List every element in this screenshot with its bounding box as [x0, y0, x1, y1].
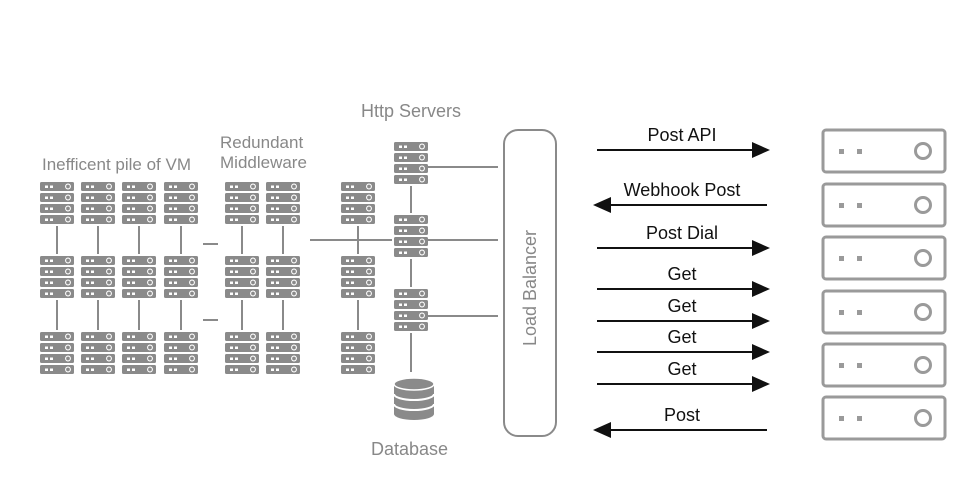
- vm-server-stack: [122, 256, 156, 298]
- external-server-box: [821, 395, 947, 441]
- request-arrow: Webhook Post: [593, 180, 767, 213]
- middleware-label-line2: Middleware: [220, 153, 307, 172]
- middleware-server-stack: [225, 256, 259, 298]
- external-server-box: [821, 289, 947, 335]
- request-arrow: Get: [597, 264, 770, 297]
- http-servers: [394, 142, 428, 331]
- vm-server-stack: [81, 332, 115, 374]
- vm-server-stack: [40, 332, 74, 374]
- request-arrow: Get: [597, 327, 770, 360]
- vm-server-stack: [164, 332, 198, 374]
- request-arrow: Get: [597, 359, 770, 392]
- http-servers-label: Http Servers: [361, 101, 461, 121]
- vm-server-stack: [341, 182, 375, 224]
- external-server-box: [821, 235, 947, 281]
- request-arrow: Get: [597, 296, 770, 329]
- arrow-label: Get: [667, 296, 696, 316]
- database-label: Database: [371, 439, 448, 459]
- middleware-server-stack: [225, 182, 259, 224]
- connector-lines: [56, 166, 498, 372]
- load-balancer: Load Balancer: [503, 129, 557, 437]
- load-balancer-label: Load Balancer: [520, 230, 540, 346]
- middleware-server-stack: [225, 332, 259, 374]
- external-server-box: [821, 182, 947, 228]
- vm-server-stack: [164, 256, 198, 298]
- vm-pile-label: Inefficent pile of VM: [42, 155, 191, 174]
- http-server-stack: [394, 289, 428, 331]
- arrow-label: Post API: [647, 125, 716, 145]
- database-icon: [393, 377, 435, 420]
- arrow-label: Get: [667, 264, 696, 284]
- vm-server-stack: [164, 182, 198, 224]
- redundant-middleware: [225, 182, 300, 374]
- middleware-server-stack: [266, 182, 300, 224]
- extra-vm-column: [341, 182, 375, 374]
- middleware-server-stack: [266, 332, 300, 374]
- vm-pile: [40, 182, 198, 374]
- middleware-server-stack: [266, 256, 300, 298]
- middleware-label-line1: Redundant: [220, 133, 303, 152]
- vm-server-stack: [40, 256, 74, 298]
- request-arrow: Post API: [597, 125, 770, 158]
- request-arrow: Post Dial: [597, 223, 770, 256]
- external-server-box: [821, 342, 947, 388]
- arrow-label: Webhook Post: [624, 180, 741, 200]
- arrow-label: Post: [664, 405, 700, 425]
- vm-server-stack: [81, 256, 115, 298]
- http-server-stack: [394, 142, 428, 184]
- vm-server-stack: [81, 182, 115, 224]
- vm-server-stack: [341, 332, 375, 374]
- http-server-stack: [394, 215, 428, 257]
- arrow-label: Get: [667, 359, 696, 379]
- vm-server-stack: [122, 182, 156, 224]
- arrow-label: Post Dial: [646, 223, 718, 243]
- vm-server-stack: [341, 256, 375, 298]
- request-arrow: Post: [593, 405, 767, 438]
- external-servers: [821, 128, 947, 441]
- arrow-label: Get: [667, 327, 696, 347]
- external-server-box: [821, 128, 947, 174]
- vm-server-stack: [40, 182, 74, 224]
- vm-server-stack: [122, 332, 156, 374]
